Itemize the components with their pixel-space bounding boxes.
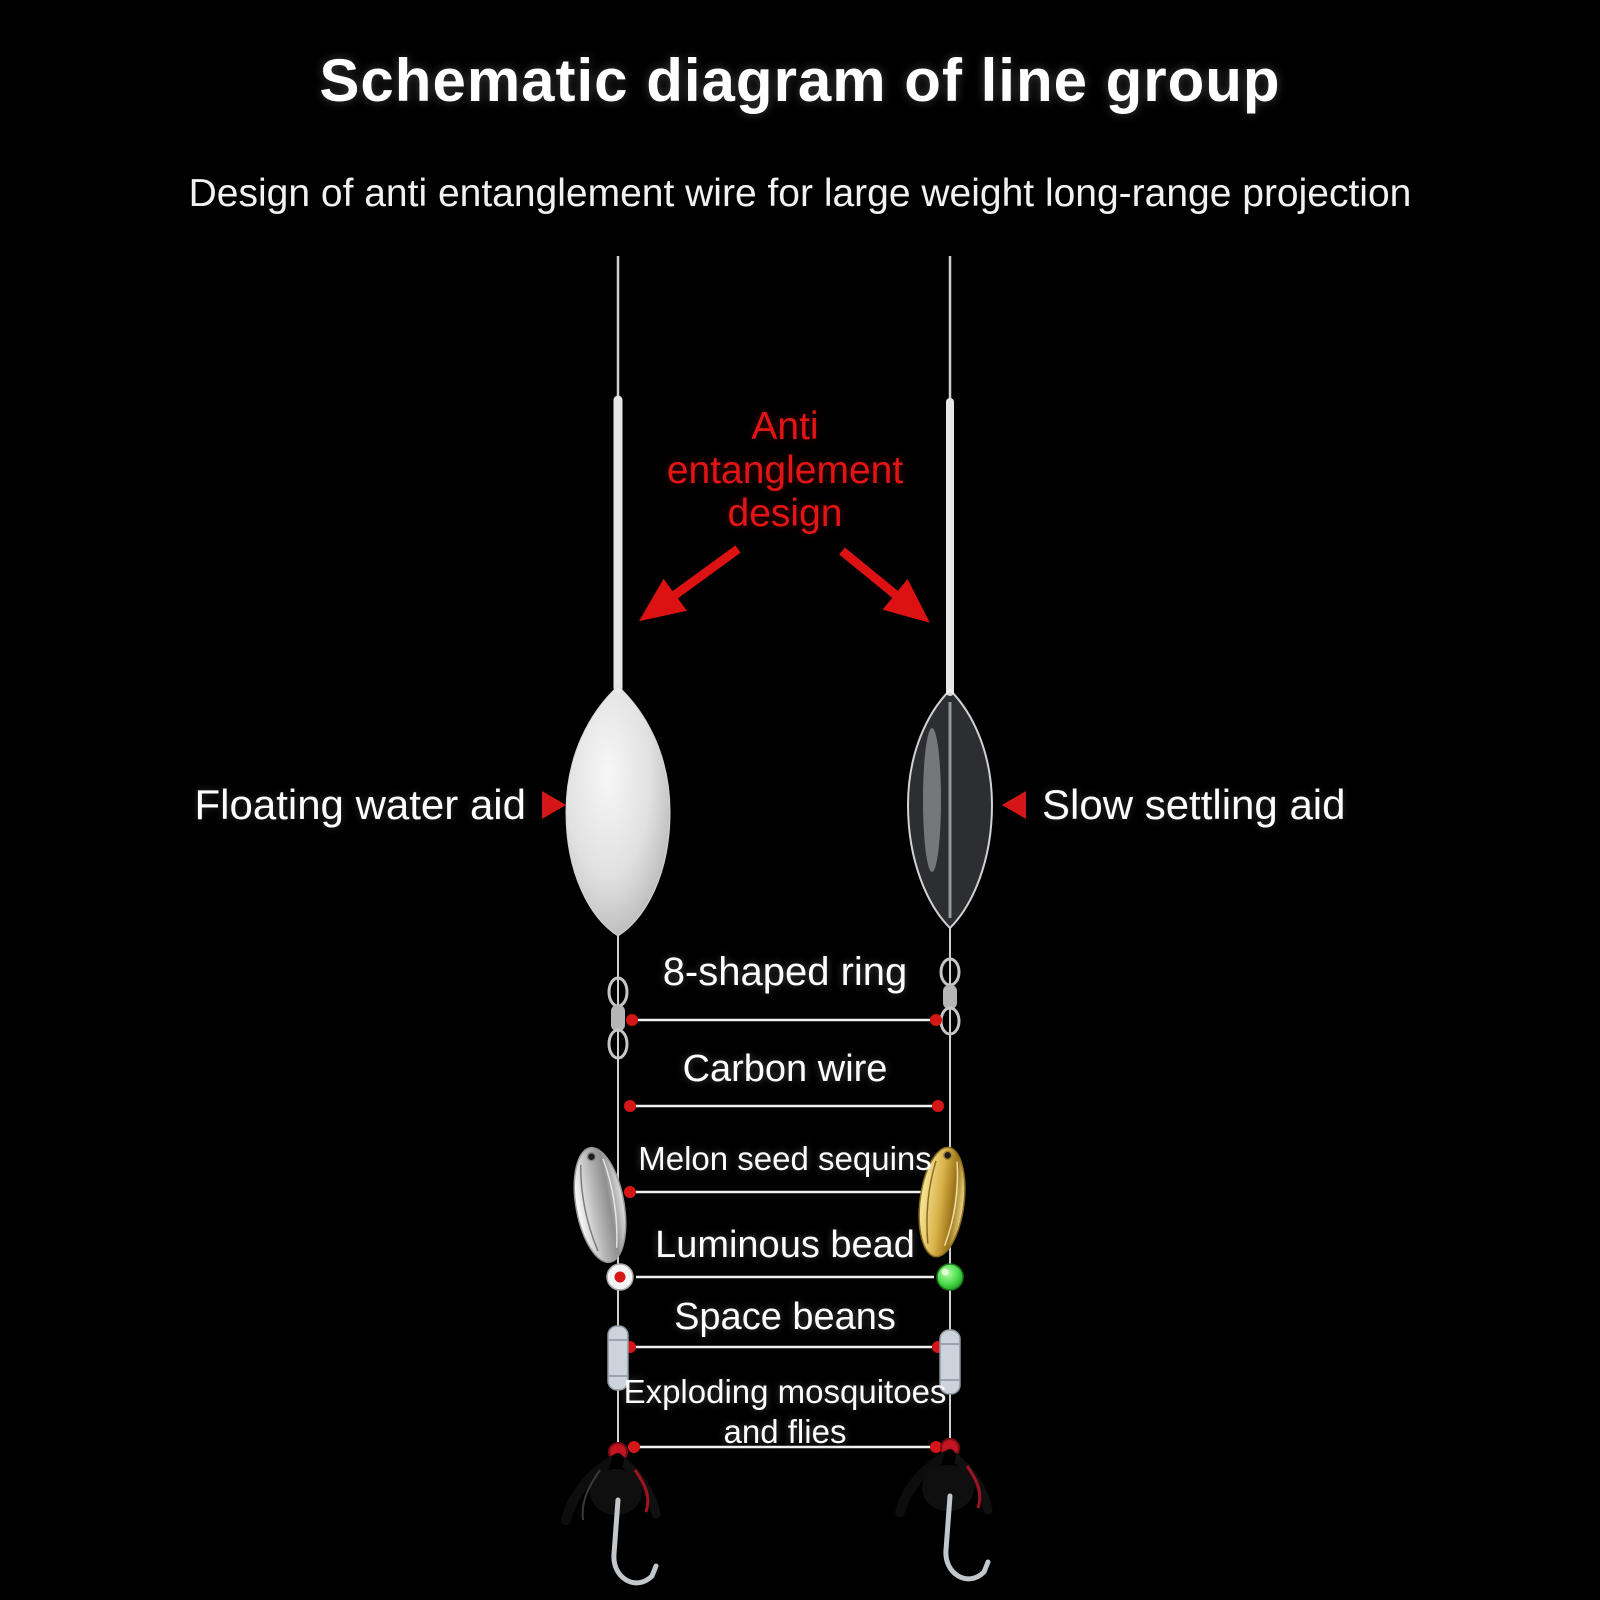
- part-label-luminous-bead: Luminous bead: [655, 1224, 915, 1266]
- right-triangle-icon: [542, 791, 566, 819]
- hook-left: [611, 1497, 659, 1586]
- slow-settling-aid-label: Slow settling aid: [1042, 781, 1346, 828]
- left-triangle-icon: [1002, 791, 1026, 819]
- float-clear-highlight: [923, 728, 941, 872]
- space-bean-left: [607, 1325, 629, 1391]
- floating-water-aid-label: Floating water aid: [194, 781, 526, 828]
- floating-water-aid-callout: Floating water aid: [0, 780, 566, 830]
- sequin-silver-left: [573, 1146, 627, 1264]
- fly-lure-left: [561, 1442, 661, 1586]
- slow-settling-aid-callout: Slow settling aid: [1002, 780, 1562, 830]
- anti-tangle-arrow-left: [638, 545, 741, 622]
- hook-right: [943, 1493, 991, 1582]
- fly-lure-right: [895, 1438, 993, 1582]
- page-subtitle: Design of anti entanglement wire for lar…: [188, 172, 1412, 215]
- luminous-bead-left: [606, 1263, 634, 1291]
- part-label-melon-seed-sequins: Melon seed sequins: [638, 1140, 932, 1177]
- anti-entanglement-annotation: Anti entanglement design: [666, 405, 904, 536]
- part-label-8-shaped-ring: 8-shaped ring: [662, 950, 908, 994]
- connector-lines: [630, 1018, 938, 1449]
- part-label-carbon-wire: Carbon wire: [682, 1048, 888, 1090]
- anti-tangle-arrow-right: [839, 547, 930, 623]
- sequin-gold-right: [918, 1146, 966, 1258]
- part-label-exploding-flies: Exploding mosquitoes and flies: [623, 1373, 947, 1451]
- part-label-space-beans: Space beans: [674, 1296, 896, 1338]
- luminous-bead-right: [936, 1263, 964, 1291]
- swivel-left: [607, 976, 629, 1060]
- page-title: Schematic diagram of line group: [319, 47, 1281, 114]
- space-bean-right: [939, 1329, 961, 1395]
- float-frosted-left: [565, 685, 671, 937]
